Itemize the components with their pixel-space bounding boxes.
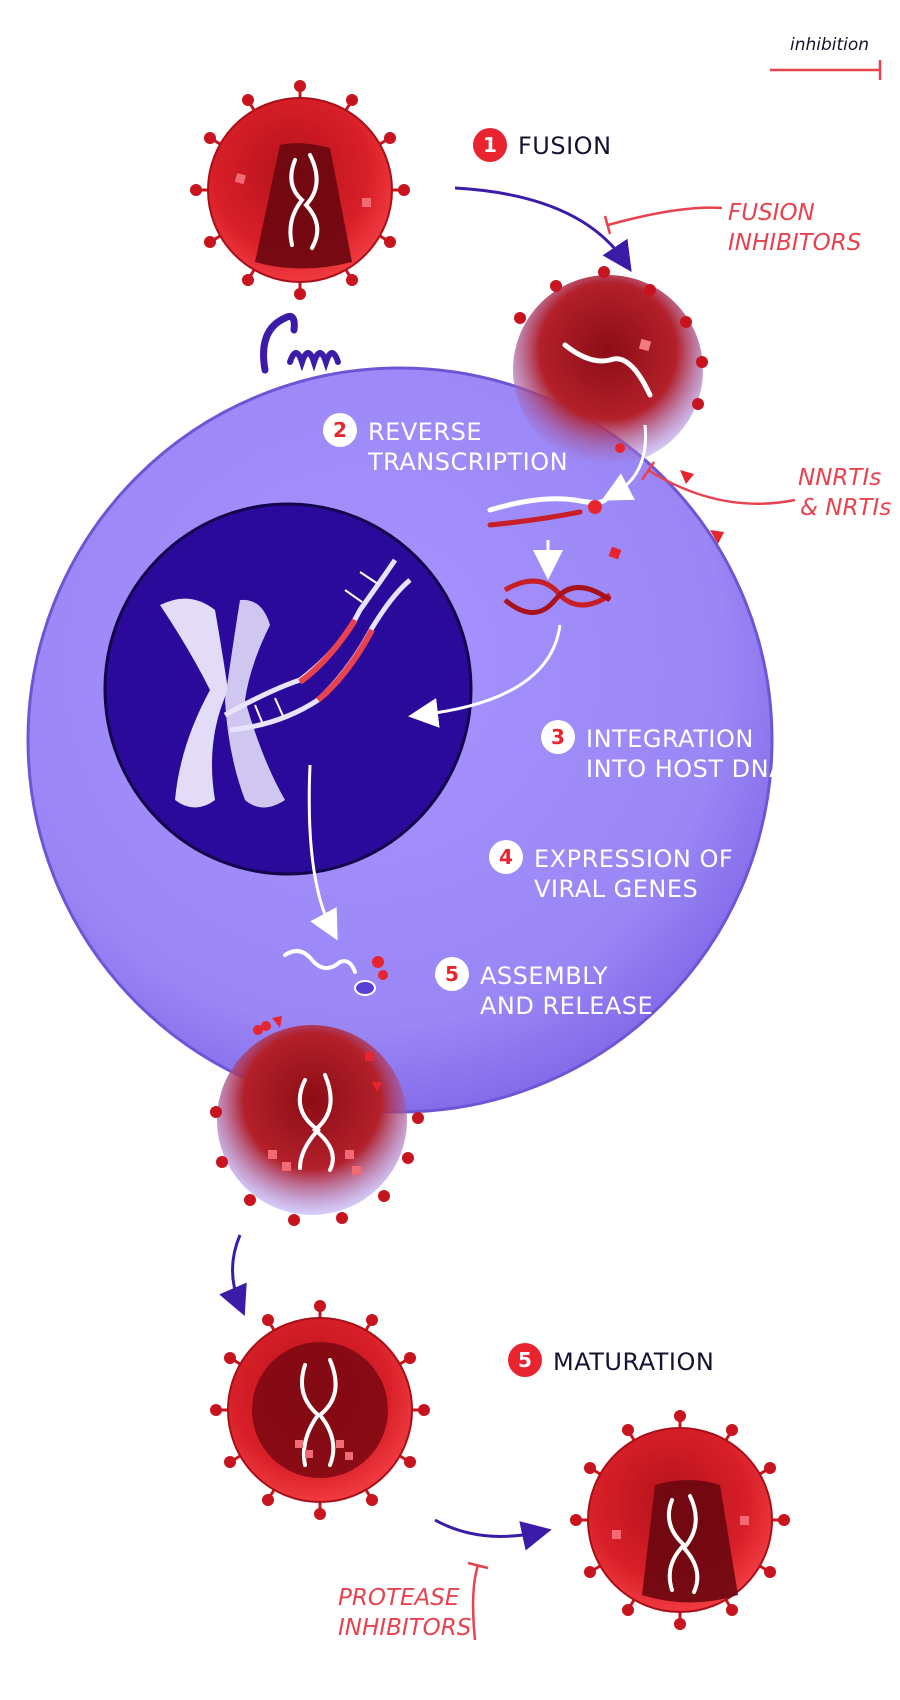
virus-icon [190, 80, 410, 300]
dna-helix-icon [223, 558, 412, 733]
step-badge [541, 720, 575, 754]
step-label: ASSEMBLY [480, 962, 608, 990]
svg-text:1: 1 [483, 133, 497, 157]
step-label: AND RELEASE [480, 992, 653, 1020]
inhibition-lines [467, 206, 796, 1641]
svg-text:5: 5 [518, 1348, 532, 1372]
svg-text:4: 4 [499, 845, 513, 869]
virus-icon [570, 1410, 790, 1630]
svg-text:2: 2 [333, 418, 347, 442]
step-reverse-transcription: 2 REVERSE TRANSCRIPTION [323, 413, 568, 476]
fusion-arrow [454, 186, 632, 272]
chromosome-icon [160, 598, 285, 808]
step-badge [508, 1343, 542, 1377]
process-arrows [219, 186, 648, 1551]
step-fusion: 1 FUSION [473, 128, 612, 162]
maturation-arrow [434, 1518, 552, 1551]
drug-label: FUSION [728, 200, 815, 226]
drug-label: INHIBITORS [338, 1615, 471, 1641]
step-integration: 3 INTEGRATION INTO HOST DNA [541, 720, 786, 783]
drug-nnrtis-nrtis: NNRTIs & NRTIs [798, 465, 891, 521]
fusing-virus-icon [513, 266, 708, 465]
step-badge [435, 957, 469, 991]
svg-text:5: 5 [445, 962, 459, 986]
step-maturation: 5 MATURATION [508, 1343, 714, 1377]
step-label: TRANSCRIPTION [367, 448, 568, 476]
step-label: INTO HOST DNA [586, 755, 786, 783]
step-badge [323, 413, 357, 447]
rt-inhibition-line [647, 468, 796, 505]
drug-fusion-inhibitors: FUSION INHIBITORS [728, 200, 861, 256]
budding-virus-icon [210, 1025, 424, 1226]
svg-text:3: 3 [551, 725, 565, 749]
step-label: FUSION [518, 132, 612, 160]
release-arrow [219, 1234, 247, 1317]
expression-arrow [307, 764, 338, 941]
nucleus [103, 502, 473, 876]
drug-label: & NRTIs [800, 495, 891, 521]
step-label: VIRAL GENES [534, 875, 698, 903]
drug-label: NNRTIs [798, 465, 881, 491]
rna-strand-icon [487, 496, 608, 528]
step-label: EXPRESSION OF [534, 845, 733, 873]
drug-label: PROTEASE [338, 1585, 460, 1611]
step-label: MATURATION [553, 1348, 714, 1376]
viral-proteins [253, 443, 724, 1092]
step-label: REVERSE [368, 418, 482, 446]
legend: inhibition [770, 35, 882, 80]
reverse-transcription-arrow [601, 424, 648, 501]
step-assembly: 5 ASSEMBLY AND RELEASE [435, 957, 653, 1020]
drug-protease-inhibitors: PROTEASE INHIBITORS [338, 1585, 471, 1641]
fusion-inhibition-line [607, 206, 723, 227]
integration-arrow [408, 624, 562, 728]
legend-label: inhibition [790, 35, 869, 55]
virus-icon [210, 1300, 430, 1520]
drug-label: INHIBITORS [728, 230, 861, 256]
rna-strand-icon [283, 949, 388, 996]
step-badge [473, 128, 507, 162]
step-badge [489, 840, 523, 874]
step-label: INTEGRATION [586, 725, 754, 753]
receptor-icon [260, 313, 341, 374]
protease-inhibition-line [471, 1564, 480, 1641]
step-expression: 4 EXPRESSION OF VIRAL GENES [489, 840, 733, 903]
dna-helix-icon [503, 578, 612, 615]
